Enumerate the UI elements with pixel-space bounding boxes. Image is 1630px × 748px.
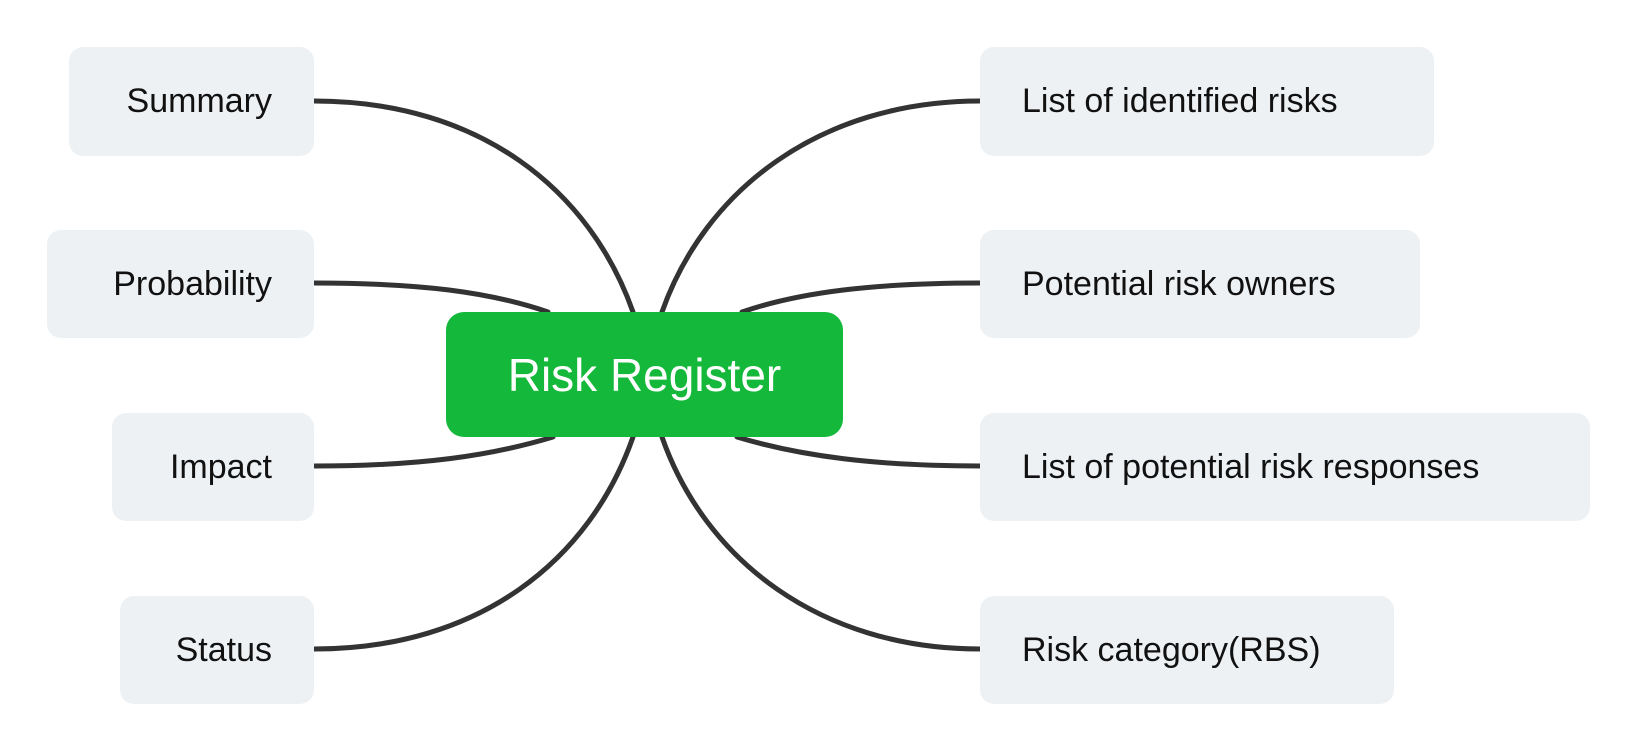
topic-risk-category-rbs[interactable]: Risk category(RBS): [980, 596, 1394, 704]
topic-label: Probability: [113, 264, 272, 303]
connector-probability: [311, 280, 551, 315]
central-topic-risk-register[interactable]: Risk Register: [446, 312, 843, 437]
connector-list-of-identified-risks: [659, 98, 983, 315]
topic-label: Status: [175, 630, 272, 669]
central-topic-label: Risk Register: [507, 348, 782, 401]
topic-potential-risk-owners[interactable]: Potential risk owners: [980, 230, 1420, 338]
topic-list-of-identified-risks[interactable]: List of identified risks: [980, 47, 1434, 156]
topic-impact[interactable]: Impact: [112, 413, 314, 521]
topic-label: Potential risk owners: [1022, 264, 1336, 303]
connector-summary: [311, 98, 636, 315]
topic-status[interactable]: Status: [120, 596, 314, 704]
connector-potential-risk-owners: [739, 280, 983, 315]
topic-list-of-potential-risk-responses[interactable]: List of potential risk responses: [980, 413, 1590, 521]
topic-label: Summary: [126, 82, 272, 120]
connector-status: [311, 434, 636, 652]
topic-probability[interactable]: Probability: [47, 230, 314, 338]
connector-list-of-potential-risk-responses: [734, 434, 983, 469]
connector-risk-category: [659, 434, 983, 652]
connector-impact: [311, 434, 556, 469]
topic-label: List of identified risks: [1022, 82, 1338, 120]
topic-label: Risk category(RBS): [1022, 630, 1321, 669]
topic-label: List of potential risk responses: [1022, 447, 1480, 486]
topic-summary[interactable]: Summary: [69, 47, 314, 156]
topic-label: Impact: [169, 447, 272, 486]
